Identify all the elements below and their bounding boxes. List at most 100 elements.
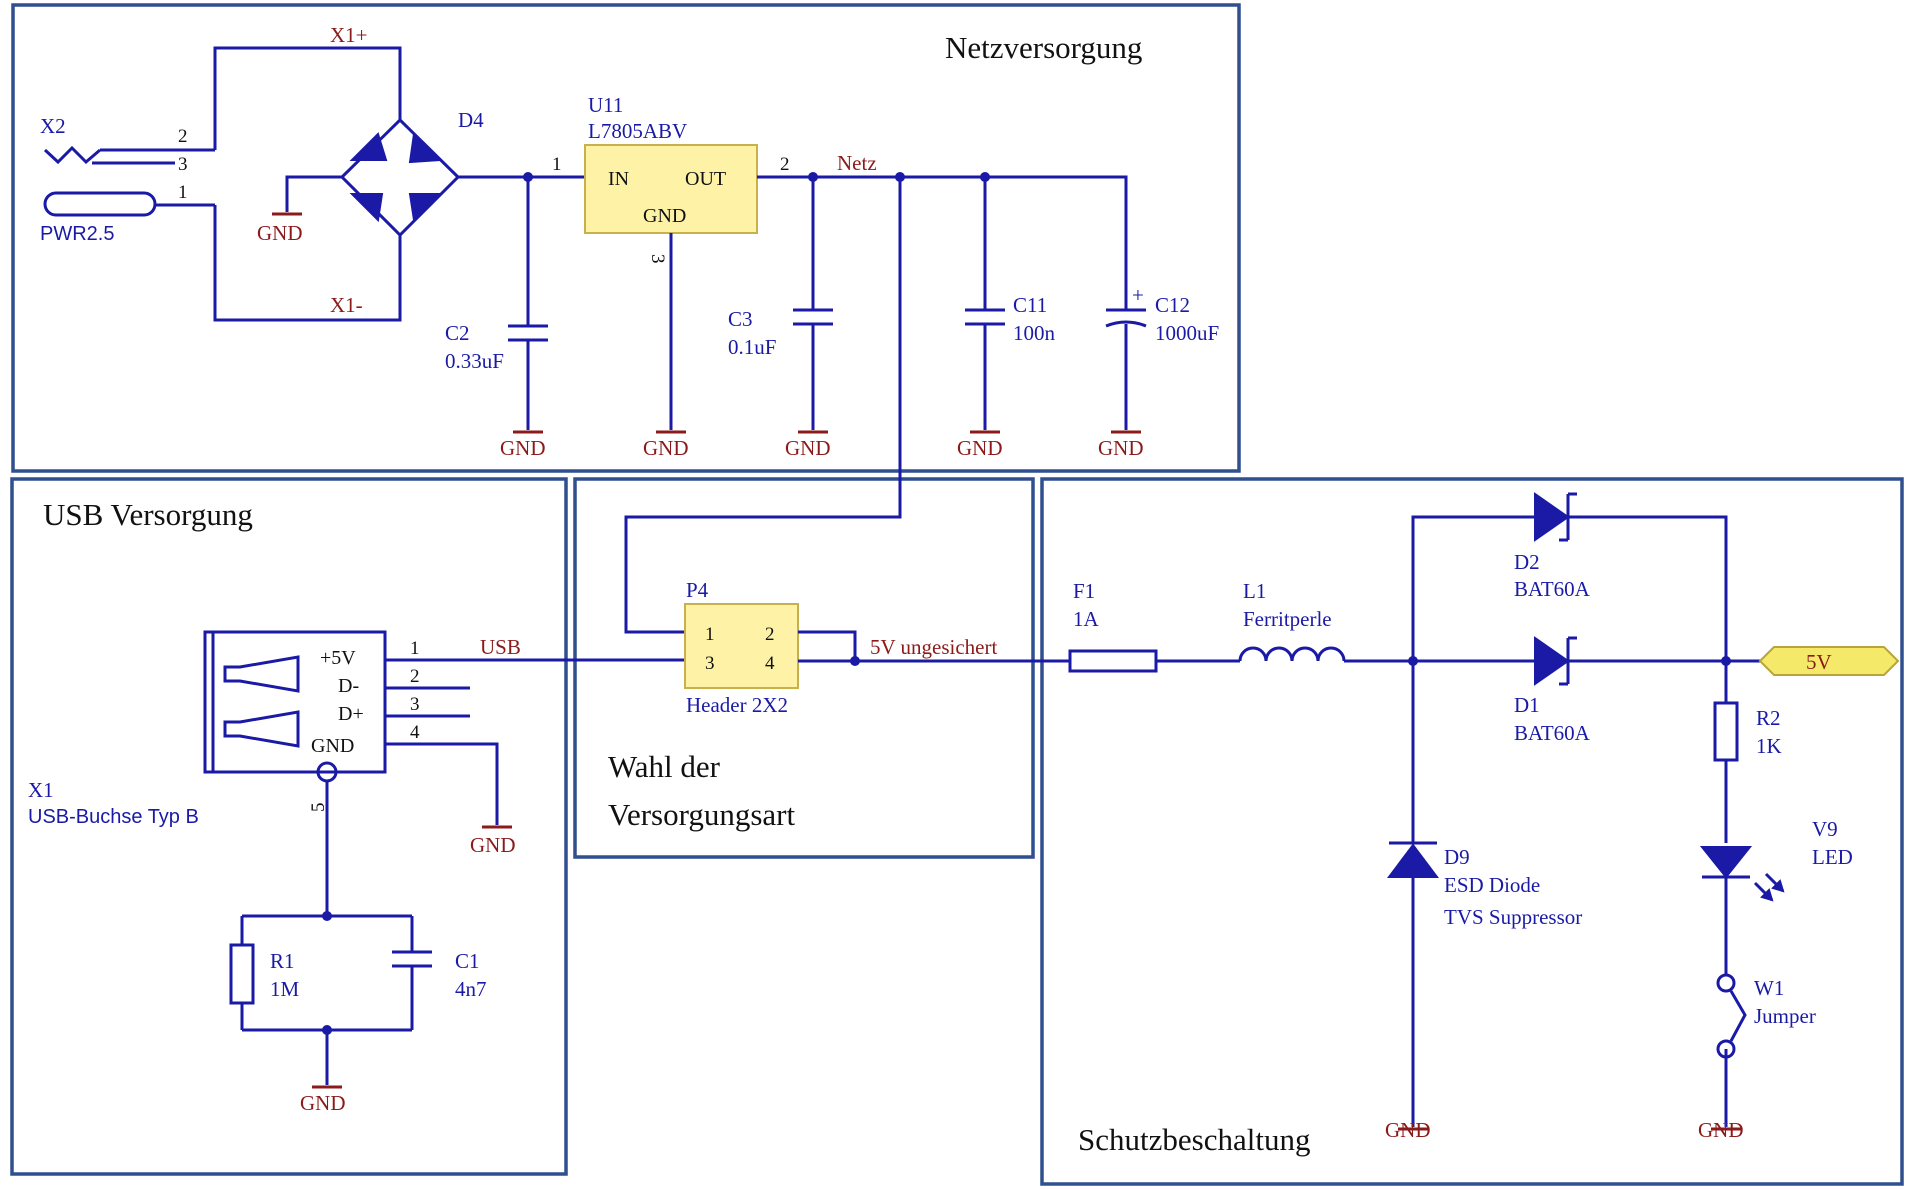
w1-ref: W1 [1754, 976, 1784, 1000]
p4-pin-2: 2 [765, 624, 775, 645]
gnd-label-bridge: GND [257, 221, 303, 245]
gnd-label-c2: GND [500, 436, 546, 460]
x1-pin-label-gnd: GND [311, 735, 354, 757]
c1-value: 4n7 [455, 977, 487, 1001]
p4-value: Header 2X2 [686, 693, 788, 717]
w1-jumper-contact-top [1716, 973, 1736, 993]
u11-pin-in-label: IN [608, 168, 629, 190]
port-5v-output [1758, 646, 1900, 676]
d4-bridge-rectifier [339, 117, 461, 238]
x2-pin-2: 2 [178, 126, 188, 147]
x1-value: USB-Buchse Typ B [28, 806, 199, 828]
u11-value: L7805ABV [588, 119, 687, 143]
p4-pin-1: 1 [705, 624, 715, 645]
r2-resistor [1713, 701, 1739, 762]
x1-pin-5: 5 [308, 803, 329, 813]
u11-pin-1: 1 [552, 154, 562, 175]
wire-d2-in [1411, 515, 1535, 661]
wire-bridge-gnd [285, 175, 342, 212]
v9-led-triangle [1699, 846, 1753, 879]
c12-value: 1000uF [1155, 321, 1219, 345]
c1-capacitor [392, 950, 432, 968]
x1-pin-label-vbus: +5V [320, 647, 356, 669]
wire-d2-out [1568, 515, 1728, 661]
c11-capacitor [965, 308, 1005, 326]
c12-polarity: + [1132, 283, 1144, 307]
c12-ref: C12 [1155, 293, 1190, 317]
x1-usb-connector-body [203, 630, 387, 774]
w1-jumper-link [1729, 990, 1747, 1042]
x1-pin-label-dplus: D+ [338, 703, 364, 725]
r1-resistor [229, 943, 255, 1005]
gnd-label-c12: GND [1098, 436, 1144, 460]
c3-value: 0.1uF [728, 335, 776, 359]
d9-diode-triangle [1387, 843, 1439, 878]
c2-capacitor [508, 324, 548, 342]
net-label-x1minus: X1- [330, 293, 363, 317]
x2-value: PWR2.5 [40, 223, 114, 245]
r1-value: 1M [270, 977, 300, 1001]
gnd-label-u11: GND [643, 436, 689, 460]
c3-capacitor [793, 308, 833, 326]
wire-x1-gnd [385, 742, 499, 825]
wire-x1plus [213, 46, 402, 150]
l1-inductor [1238, 646, 1346, 662]
p4-pin-3: 3 [705, 653, 715, 674]
u11-pin-3: 3 [647, 254, 668, 264]
net-label-usb: USB [480, 635, 521, 659]
c2-ref: C2 [445, 321, 470, 345]
d9-ref: D9 [1444, 845, 1470, 869]
d1-value: BAT60A [1514, 721, 1591, 745]
section-box-usb-versorgung [10, 477, 568, 1176]
port-5v-label: 5V [1806, 650, 1832, 674]
net-label-x1plus: X1+ [330, 23, 368, 47]
c1-ref: C1 [455, 949, 480, 973]
net-label-ungesichert: 5V ungesichert [870, 635, 997, 659]
d2-diode-triangle [1534, 492, 1570, 542]
u11-pin-2: 2 [780, 154, 790, 175]
section-title-wahl-2: Versorgungsart [608, 797, 796, 832]
gnd-label-d9: GND [1385, 1118, 1431, 1142]
w1-jumper-contact-bottom [1716, 1039, 1736, 1059]
r1-ref: R1 [270, 949, 295, 973]
c2-value: 0.33uF [445, 349, 504, 373]
gnd-label-w1: GND [1698, 1118, 1744, 1142]
wire-p4-pin2 [798, 630, 857, 661]
v9-ref: V9 [1812, 817, 1838, 841]
gnd-label-x1: GND [470, 833, 516, 857]
p4-pin-4: 4 [765, 653, 775, 674]
r2-ref: R2 [1756, 706, 1781, 730]
d1-ref: D1 [1514, 693, 1540, 717]
u11-pin-out-label: OUT [685, 168, 726, 190]
gnd-label-r1c1: GND [300, 1091, 346, 1115]
section-box-netzversorgung [11, 3, 1241, 473]
f1-ref: F1 [1073, 579, 1095, 603]
x2-jack-symbol [43, 145, 215, 217]
f1-value: 1A [1073, 607, 1100, 631]
section-box-schutzbeschaltung [1040, 477, 1904, 1186]
d4-ref: D4 [458, 108, 484, 132]
u11-regulator-body [584, 144, 758, 234]
gnd-label-c3: GND [785, 436, 831, 460]
gnd-label-c11: GND [957, 436, 1003, 460]
v9-value: LED [1812, 845, 1853, 869]
x2-pin-1: 1 [178, 182, 188, 203]
x1-pin-num-1: 1 [410, 638, 420, 659]
d2-ref: D2 [1514, 550, 1540, 574]
net-label-netz: Netz [837, 151, 877, 175]
d9-value-1: ESD Diode [1444, 873, 1540, 897]
c12-capacitor [1105, 308, 1147, 328]
section-title-schutz: Schutzbeschaltung [1078, 1122, 1310, 1157]
l1-ref: L1 [1243, 579, 1266, 603]
p4-ref: P4 [686, 578, 709, 602]
x1-pin-num-4: 4 [410, 722, 420, 743]
c3-ref: C3 [728, 307, 753, 331]
x1-ref: X1 [28, 778, 54, 802]
section-box-wahl-versorgungsart [573, 477, 1035, 859]
wire-netz-to-p4 [624, 177, 902, 634]
w1-value: Jumper [1754, 1004, 1816, 1028]
x1-pin-label-dminus: D- [338, 675, 359, 697]
c11-value: 100n [1013, 321, 1056, 345]
c11-ref: C11 [1013, 293, 1047, 317]
